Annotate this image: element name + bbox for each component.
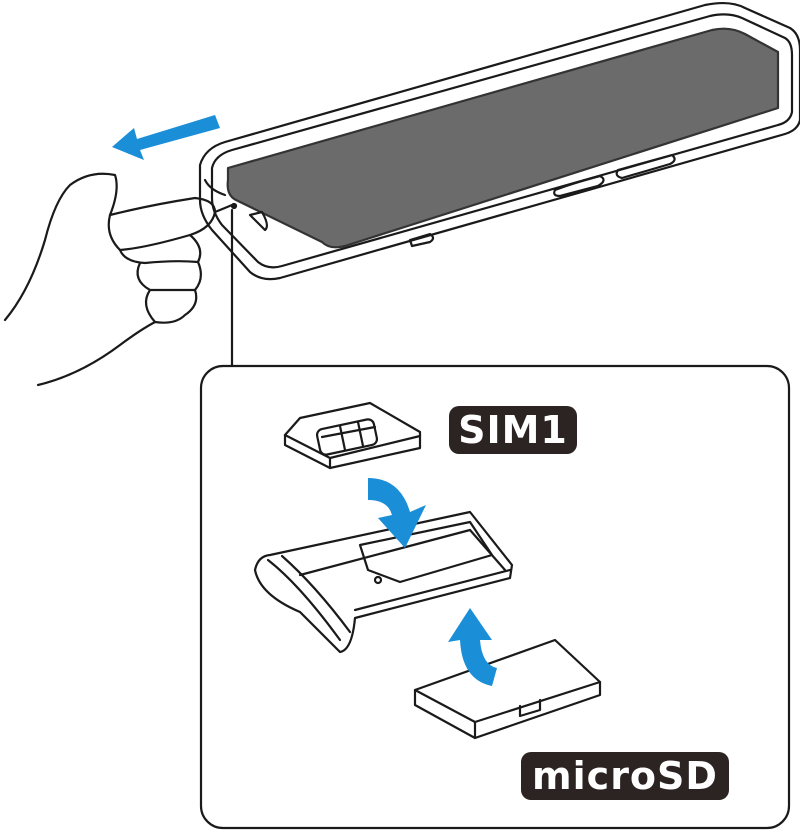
side-button [408, 232, 435, 248]
side-button [615, 153, 676, 180]
sim-card [283, 401, 422, 470]
sim-chip [315, 418, 379, 456]
microsd-card [413, 638, 602, 740]
pull-out-arrow-icon [112, 115, 220, 160]
hand-illustration [3, 172, 234, 387]
microsd-label: microSD [521, 752, 729, 800]
side-button [553, 174, 605, 198]
sim-insert-arrow-icon [368, 478, 426, 548]
port [248, 210, 269, 232]
callout-box [199, 364, 791, 830]
phone-illustration [198, 1, 800, 281]
phone-screen [226, 27, 780, 249]
microsd-insert-arrow-icon [448, 608, 497, 686]
sim1-label: SIM1 [449, 406, 577, 454]
sim-tray [253, 510, 514, 654]
